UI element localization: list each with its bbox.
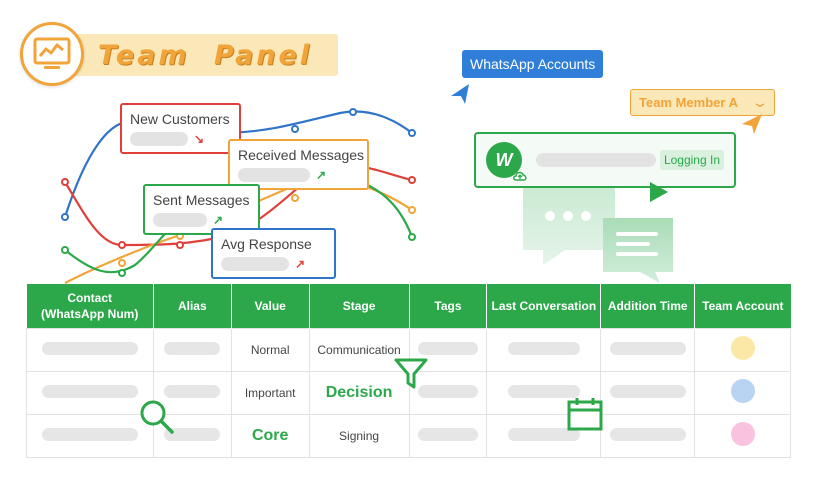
whatsapp-account-card[interactable]: W Logging In	[474, 132, 736, 188]
logo-badge	[20, 22, 84, 86]
column-header-stage[interactable]: Stage	[309, 284, 410, 328]
cursor-pointer-icon	[742, 114, 762, 134]
table-row[interactable]: Important Decision	[26, 370, 791, 415]
table-row[interactable]: Normal Communication	[26, 327, 791, 372]
column-header-addition-time[interactable]: Addition Time	[600, 284, 696, 328]
page-title: Team Panel	[98, 39, 313, 71]
trend-up-icon: ↗	[295, 257, 306, 271]
logo-letter: W	[495, 149, 513, 170]
value-cell: Normal	[230, 327, 310, 372]
column-header-last-conversation[interactable]: Last Conversation	[486, 284, 602, 328]
trend-up-icon: ↗	[316, 168, 327, 182]
status-badge: Logging In	[659, 150, 724, 170]
value-placeholder	[130, 132, 188, 146]
team-member-select-value: Team Member A	[639, 95, 738, 110]
last-conversation-placeholder	[507, 341, 580, 355]
value-cell: Important	[230, 370, 310, 415]
stat-card-label: Avg Response	[221, 236, 312, 252]
stat-card-new-customers[interactable]: New Customers ↘	[120, 103, 241, 154]
column-header-tags[interactable]: Tags	[409, 284, 488, 328]
value-placeholder	[153, 213, 207, 227]
stage-cell: Communication	[308, 327, 410, 372]
tags-placeholder	[417, 384, 478, 398]
stage-cell: Decision	[325, 383, 393, 401]
last-conversation-placeholder	[507, 384, 580, 398]
contact-placeholder	[41, 341, 138, 355]
alias-placeholder	[164, 341, 221, 355]
team-account-avatar[interactable]	[730, 379, 755, 403]
value-placeholder	[238, 168, 310, 182]
value-placeholder	[221, 257, 289, 271]
tags-placeholder	[417, 427, 478, 441]
value-cell: Core	[251, 426, 289, 444]
search-icon[interactable]	[138, 398, 176, 436]
column-header-value[interactable]: Value	[231, 284, 310, 328]
team-account-avatar[interactable]	[730, 422, 755, 446]
alias-placeholder	[164, 384, 221, 398]
stat-card-label: Received Messages	[238, 147, 365, 163]
chevron-down-icon: ⌄	[751, 94, 769, 110]
team-member-select[interactable]: Team Member A ⌄	[630, 89, 775, 116]
stage-cell: Signing	[308, 413, 410, 458]
stat-card-label: New Customers	[130, 111, 230, 127]
table-row[interactable]: Core Signing	[26, 413, 791, 458]
contact-placeholder	[41, 384, 138, 398]
contacts-table: Contact (WhatsApp Num) Alias Value Stage…	[26, 284, 791, 458]
calendar-icon[interactable]	[566, 396, 604, 432]
last-conversation-placeholder	[507, 427, 580, 441]
alias-placeholder	[164, 427, 221, 441]
chat-bubbles-illustration	[523, 186, 673, 283]
column-header-alias[interactable]: Alias	[153, 284, 232, 328]
cursor-pointer-icon	[650, 182, 668, 202]
team-account-avatar[interactable]	[730, 336, 755, 360]
stat-card-sent-messages[interactable]: Sent Messages ↗	[143, 184, 260, 235]
stat-card-label: Sent Messages	[153, 192, 250, 208]
filter-icon[interactable]	[393, 357, 429, 391]
column-header-team-account[interactable]: Team Account	[694, 284, 791, 328]
trend-down-icon: ↘	[194, 132, 205, 146]
tags-placeholder	[417, 341, 478, 355]
monitor-chart-icon	[33, 37, 71, 69]
cursor-pointer-icon	[451, 84, 469, 104]
addition-time-placeholder	[609, 384, 686, 398]
title-banner: Team Panel	[58, 34, 338, 76]
table-header-row: Contact (WhatsApp Num) Alias Value Stage…	[26, 284, 791, 328]
trend-up-icon: ↗	[213, 213, 224, 227]
whatsapp-accounts-button[interactable]: WhatsApp Accounts	[462, 50, 604, 78]
addition-time-placeholder	[609, 341, 686, 355]
cloud-upload-icon	[513, 171, 527, 181]
column-header-contact[interactable]: Contact (WhatsApp Num)	[26, 284, 154, 328]
whatsapp-account-logo: W	[486, 142, 527, 181]
stat-card-received-messages[interactable]: Received Messages ↗	[228, 139, 369, 190]
addition-time-placeholder	[609, 427, 686, 441]
contact-placeholder	[41, 427, 138, 441]
account-name-placeholder	[536, 153, 656, 167]
stat-card-avg-response[interactable]: Avg Response ↗	[211, 228, 336, 279]
